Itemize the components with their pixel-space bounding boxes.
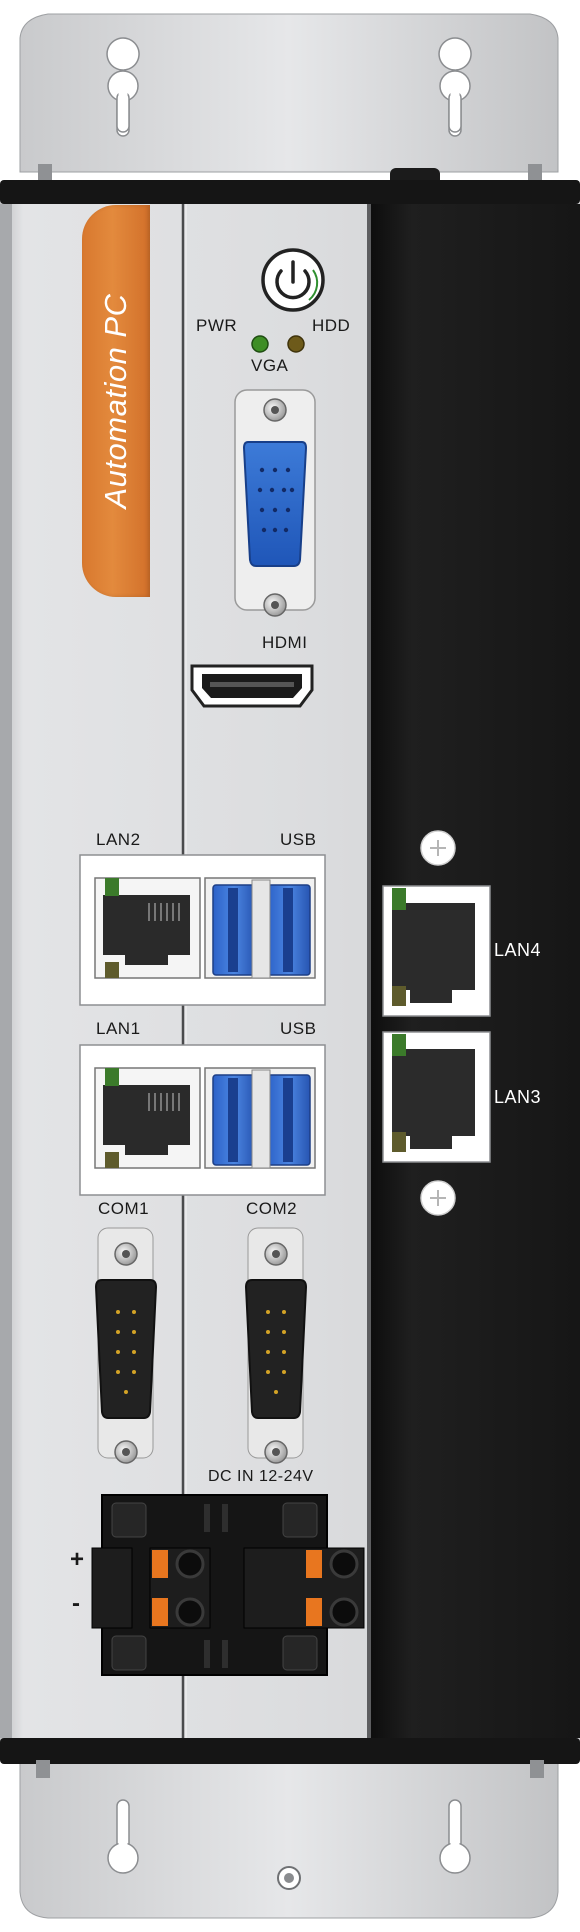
lan2-port[interactable] xyxy=(95,878,200,978)
lan3-label: LAN3 xyxy=(494,1087,542,1107)
com2-label: COM2 xyxy=(246,1199,298,1218)
lan4-label: LAN4 xyxy=(494,940,542,960)
lan1-port[interactable] xyxy=(95,1068,200,1168)
brand-label: Automation PC xyxy=(98,293,133,509)
pwr-label: PWR xyxy=(196,316,238,335)
brand-strip: Automation PC xyxy=(82,205,150,597)
com1-port[interactable] xyxy=(96,1280,156,1418)
lan4-port[interactable] xyxy=(383,886,490,1016)
usb-top-label: USB xyxy=(280,830,317,849)
pwr-led xyxy=(252,336,268,352)
usb-top-ports[interactable] xyxy=(213,885,310,975)
lan2-label: LAN2 xyxy=(96,830,141,849)
com1-label: COM1 xyxy=(98,1199,150,1218)
lan1-label: LAN1 xyxy=(96,1019,141,1038)
usb-bottom-label: USB xyxy=(280,1019,317,1038)
dc-in-label: DC IN 12-24V xyxy=(208,1468,314,1485)
minus-label: - xyxy=(72,1590,81,1617)
hdd-label: HDD xyxy=(312,316,351,335)
hdd-led xyxy=(288,336,304,352)
com2-port[interactable] xyxy=(246,1280,306,1418)
vga-label: VGA xyxy=(251,356,289,375)
hdmi-port[interactable] xyxy=(192,666,312,706)
vga-port[interactable] xyxy=(244,442,306,566)
lan3-port[interactable] xyxy=(383,1032,490,1162)
dc-in-terminal[interactable] xyxy=(102,1495,327,1675)
hdmi-label: HDMI xyxy=(262,633,308,652)
usb-bottom-ports[interactable] xyxy=(213,1075,310,1165)
power-button[interactable] xyxy=(262,248,324,310)
plus-label: + xyxy=(70,1546,85,1573)
